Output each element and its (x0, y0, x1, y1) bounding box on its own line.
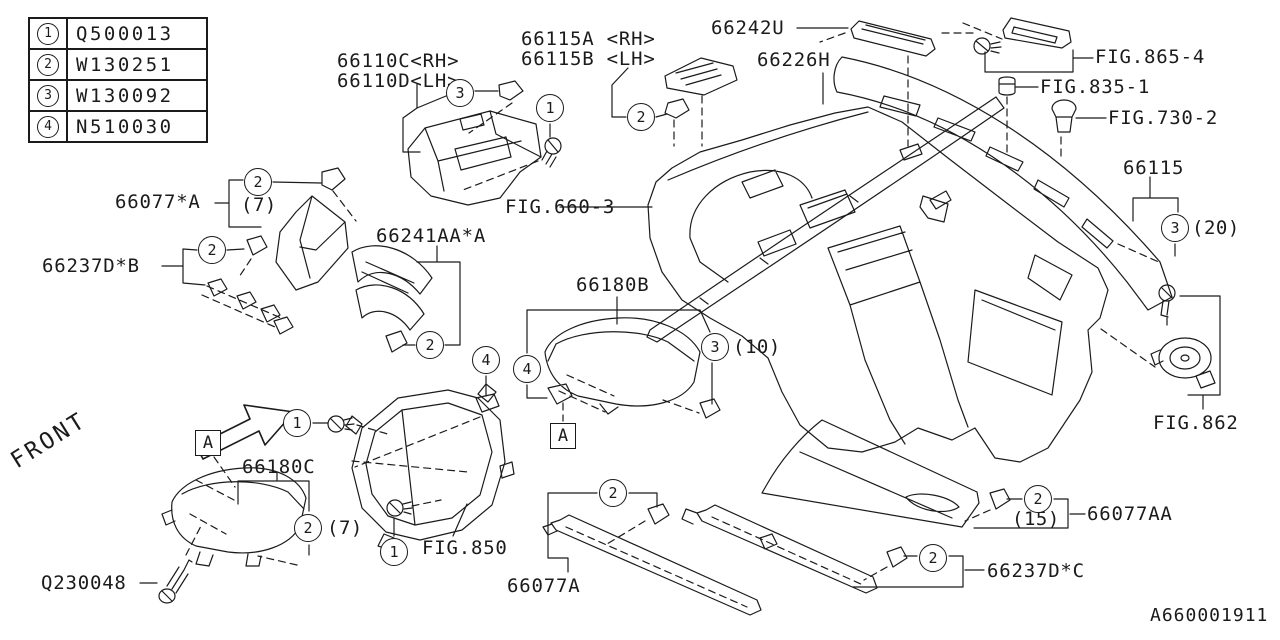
part-label-66180b: 66180B (576, 274, 650, 296)
part-66241aa-side-defroster (351, 245, 433, 353)
legend-row: 1 Q500013 (30, 19, 206, 50)
legend-row: 3 W130092 (30, 81, 206, 112)
fig-label-660-3: FIG.660-3 (505, 196, 616, 218)
part-label-66237dc: 66237D*C (987, 560, 1085, 582)
diagram-id: A660001911 (1150, 605, 1269, 626)
qty-7-66077xa: (7) (241, 194, 277, 216)
legend-code: Q500013 (76, 22, 174, 45)
callout-4-icon: 4 (37, 115, 59, 138)
hidden-dashed-lines (185, 22, 1168, 608)
part-66115-defroster-trim (833, 56, 1173, 311)
part-q230048-screw (158, 559, 193, 604)
callout-4: 4 (472, 346, 500, 374)
part-66077a-trim-strip (542, 503, 762, 616)
legend-callout-1: 1 (30, 19, 68, 48)
fig-label-835-1: FIG.835-1 (1040, 76, 1151, 98)
part-instrument-panel-body (647, 106, 1109, 463)
legend-code: N510030 (76, 115, 174, 138)
part-label-66226h: 66226H (757, 49, 831, 71)
part-66115-side-vent (664, 57, 738, 119)
fig-label-730-2: FIG.730-2 (1108, 107, 1219, 129)
part-66180c-meter-visor (161, 467, 307, 567)
part-66077xa-side-panel (275, 167, 349, 291)
section-marker-a: A (550, 423, 576, 449)
fig-label-850: FIG.850 (422, 537, 508, 559)
part-label-66237db: 66237D*B (42, 255, 140, 277)
part-66237db-strip-clips (207, 235, 294, 335)
callout-2: 2 (198, 236, 226, 264)
part-66110-pocket (407, 80, 562, 206)
qty-10-66180b: (10) (733, 336, 781, 358)
qty-7-66180c: (7) (327, 517, 363, 539)
legend-table: 1 Q500013 2 W130251 3 W130092 4 N510030 (28, 17, 208, 143)
part-66226h-reinforcement (646, 96, 1005, 343)
fig-label-865-4: FIG.865-4 (1095, 46, 1206, 68)
part-fig865-assembly (973, 17, 1072, 55)
callout-1-icon: 1 (37, 22, 59, 45)
legend-callout-2: 2 (30, 50, 68, 79)
legend-callout-4: 4 (30, 112, 68, 141)
leader-lines (139, 27, 1221, 588)
part-fig862-speaker (1150, 284, 1216, 389)
callout-3-icon: 3 (37, 84, 59, 107)
callout-2-icon: 2 (37, 53, 59, 76)
callout-2: 2 (599, 479, 627, 507)
callout-1: 1 (536, 94, 564, 122)
callout-2: 2 (244, 168, 272, 196)
qty-15-66077aa: (15) (1012, 508, 1060, 530)
part-label-q230048: Q230048 (41, 572, 127, 594)
callout-2: 2 (1024, 485, 1052, 513)
callout-4: 4 (513, 355, 541, 383)
part-label-66115b-lh: 66115B <LH> (521, 48, 656, 70)
part-label-66077xa: 66077*A (115, 191, 201, 213)
part-label-66180c: 66180C (242, 456, 316, 478)
callout-1: 1 (380, 538, 408, 566)
part-label-66242u: 66242U (711, 17, 785, 39)
callout-2: 2 (627, 103, 655, 131)
callout-2: 2 (416, 331, 444, 359)
legend-row: 4 N510030 (30, 112, 206, 141)
callout-1: 1 (283, 409, 311, 437)
callout-2: 2 (294, 514, 322, 542)
qty-20-66115: (20) (1192, 217, 1240, 239)
callout-3: 3 (701, 333, 729, 361)
part-66242u-bracket (850, 20, 936, 57)
part-label-66110d-lh: 66110D<LH> (337, 70, 460, 92)
part-label-66110c-rh: 66110C<RH> (337, 50, 460, 72)
legend-callout-3: 3 (30, 81, 68, 110)
part-66237dc-trim-strip (681, 504, 908, 594)
part-66077aa-lower-panel (761, 419, 1011, 528)
legend-row: 2 W130251 (30, 50, 206, 81)
part-fig730-grommet (1051, 99, 1077, 133)
part-label-66115: 66115 (1123, 157, 1185, 179)
callout-3: 3 (1161, 214, 1189, 242)
callout-2: 2 (919, 544, 947, 572)
part-label-66115a-rh: 66115A <RH> (521, 28, 656, 50)
part-66180b-meter-visor (544, 317, 721, 419)
section-marker-a: A (195, 430, 221, 456)
part-label-66077a: 66077A (507, 575, 581, 597)
callout-3: 3 (446, 79, 474, 107)
fig-label-862: FIG.862 (1153, 412, 1239, 434)
part-label-66241aa: 66241AA*A (376, 225, 487, 247)
part-label-66077aa: 66077AA (1087, 503, 1173, 525)
part-fig835-clip (998, 76, 1016, 96)
legend-code: W130251 (76, 53, 174, 76)
legend-code: W130092 (76, 84, 174, 107)
